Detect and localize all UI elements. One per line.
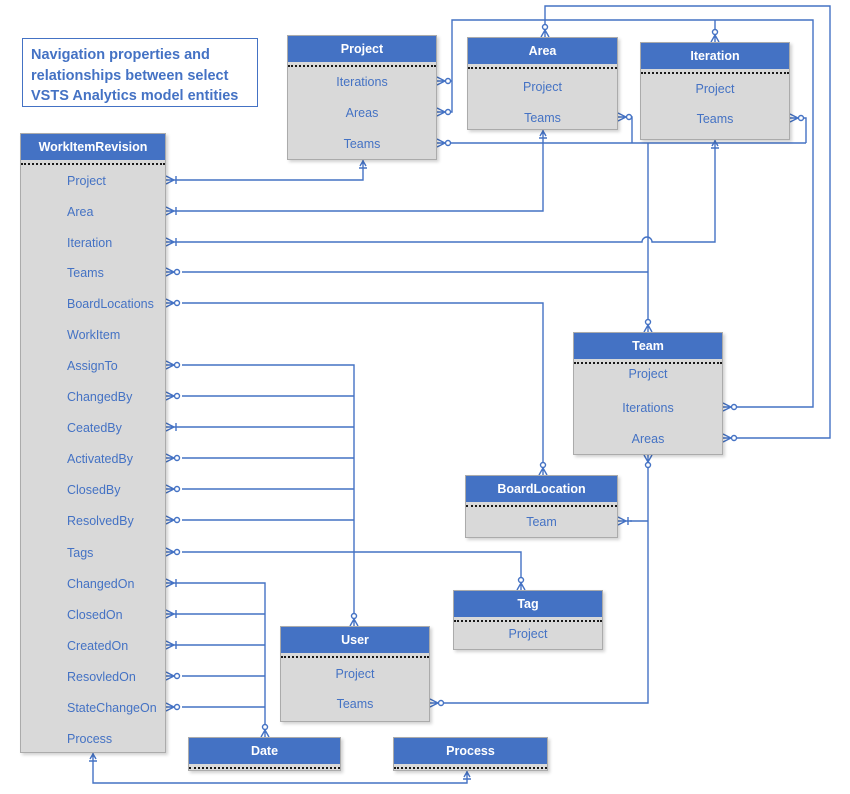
entity-property-resolvedby: ResolvedBy: [67, 514, 134, 528]
entity-property-project: Project: [695, 82, 735, 96]
entity-property-ceatedby: CeatedBy: [67, 421, 122, 435]
connector-teams-network: [451, 116, 807, 319]
entity-property-boardlocations: BoardLocations: [67, 297, 154, 311]
entity-property-statechangeon: StateChangeOn: [67, 701, 157, 715]
entity-property-area: Area: [67, 205, 94, 219]
entity-property-activatedby: ActivatedBy: [67, 452, 134, 466]
entity-property-teams: Teams: [343, 137, 381, 151]
entity-property-tags: Tags: [67, 546, 94, 560]
entity-title: Process: [394, 738, 547, 764]
entity-property-createdon: CreatedOn: [67, 639, 129, 653]
entity-property-teams: Teams: [67, 266, 104, 280]
entity-property-resovledon: ResovledOn: [67, 670, 136, 684]
entity-separator: [281, 653, 429, 658]
connector-wir-tags: [182, 551, 522, 577]
entity-title: WorkItemRevision: [21, 134, 165, 160]
entity-property-iterations: Iterations: [622, 401, 674, 415]
entity-property-areas: Areas: [345, 106, 379, 120]
entity-title: Tag: [454, 591, 602, 617]
entity-separator: [466, 502, 617, 507]
entity-process: Process: [393, 737, 548, 771]
entity-property-iterations: Iterations: [336, 75, 388, 89]
entity-separator: [288, 62, 436, 67]
entity-title: BoardLocation: [466, 476, 617, 502]
entity-title: Team: [574, 333, 722, 359]
entity-property-project: Project: [67, 174, 106, 188]
entity-separator: [21, 160, 165, 165]
entity-property-changedby: ChangedBy: [67, 390, 133, 404]
entity-title: Area: [468, 38, 617, 64]
diagram-title: Navigation properties and relationships …: [22, 38, 258, 107]
entity-property-process: Process: [67, 732, 113, 746]
entity-separator: [189, 764, 340, 769]
entity-title: Date: [189, 738, 340, 764]
entity-property-project: Project: [335, 667, 375, 681]
entity-property-project: Project: [523, 80, 562, 94]
entity-property-workitem: WorkItem: [67, 328, 121, 342]
connector-wir-dates: [180, 582, 266, 724]
entity-title: Project: [288, 36, 436, 62]
entity-separator: [454, 617, 602, 622]
entity-title: User: [281, 627, 429, 653]
entity-property-project: Project: [628, 367, 668, 381]
entity-property-areas: Areas: [631, 432, 665, 446]
entity-property-project: Project: [508, 627, 548, 641]
entity-separator: [641, 69, 789, 74]
entity-property-team: Team: [526, 515, 557, 529]
entity-property-closedon: ClosedOn: [67, 608, 123, 622]
connector-wir-user-joins: [180, 395, 354, 521]
entity-separator: [394, 764, 547, 769]
entity-separator: [468, 64, 617, 69]
connector-wir-project: [180, 168, 364, 181]
entity-title: Iteration: [641, 43, 789, 69]
connector-wir-boardlocations: [182, 302, 544, 462]
entity-property-iteration: Iteration: [67, 236, 113, 250]
entity-property-changedon: ChangedOn: [67, 577, 135, 591]
entity-separator: [574, 359, 722, 364]
entity-property-closedby: ClosedBy: [67, 483, 121, 497]
entity-property-assignto: AssignTo: [67, 359, 118, 373]
entity-property-teams: Teams: [696, 112, 734, 126]
connector-wir-iteration: [180, 148, 716, 243]
connector-wir-assignto-user: [182, 364, 355, 613]
entity-property-teams: Teams: [336, 697, 374, 711]
diagram-title-text: Navigation properties and relationships …: [31, 47, 239, 105]
entity-date: Date: [188, 737, 341, 771]
entity-property-teams: Teams: [524, 111, 561, 125]
